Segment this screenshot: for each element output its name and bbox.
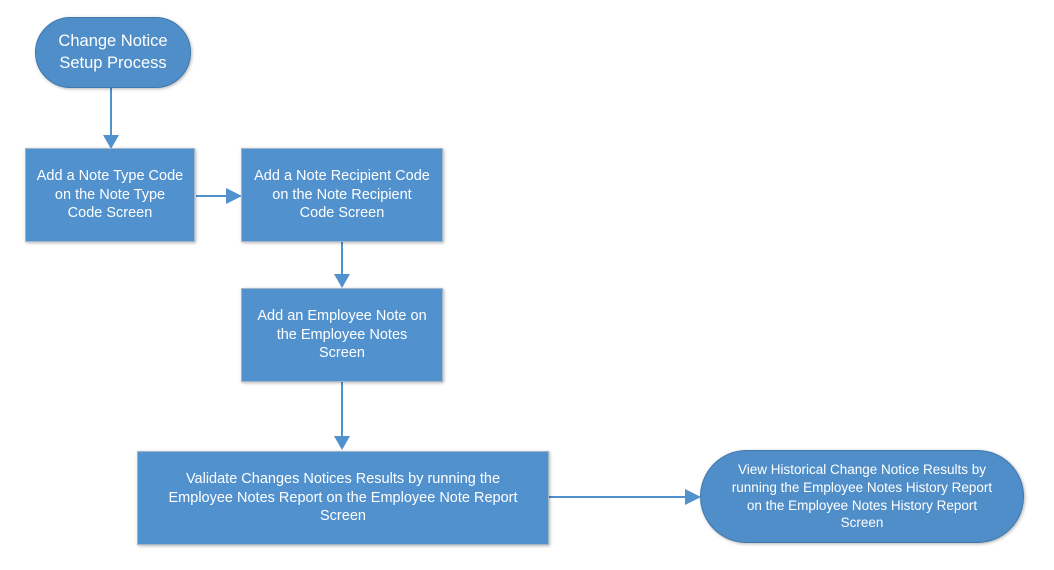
node-label: Add a Note Type Code on the Note Type Co… xyxy=(36,167,184,222)
node-add-note-recipient-code[interactable]: Add a Note Recipient Code on the Note Re… xyxy=(241,148,443,242)
connector-employee-note-to-validate xyxy=(334,380,350,450)
node-label: Change Notice Setup Process xyxy=(58,32,168,72)
node-label: View Historical Change Notice Results by… xyxy=(731,462,993,531)
connector-validate-to-view-historical xyxy=(549,489,701,505)
node-label: Validate Changes Notices Results by runn… xyxy=(168,470,518,525)
node-add-employee-note[interactable]: Add an Employee Note on the Employee Not… xyxy=(241,288,443,382)
node-validate-change-notices[interactable]: Validate Changes Notices Results by runn… xyxy=(137,451,549,545)
node-start-change-notice-setup-process[interactable]: Change Notice Setup Process xyxy=(35,17,191,88)
connector-note-type-to-recipient xyxy=(196,188,242,204)
connector-start-to-note-type xyxy=(103,87,119,149)
node-label: Add a Note Recipient Code on the Note Re… xyxy=(254,167,430,222)
node-label: Add an Employee Note on the Employee Not… xyxy=(257,307,427,362)
node-add-note-type-code[interactable]: Add a Note Type Code on the Note Type Co… xyxy=(25,148,195,242)
connector-recipient-to-employee-note xyxy=(334,240,350,288)
node-view-historical-change-notice-results[interactable]: View Historical Change Notice Results by… xyxy=(700,450,1024,543)
